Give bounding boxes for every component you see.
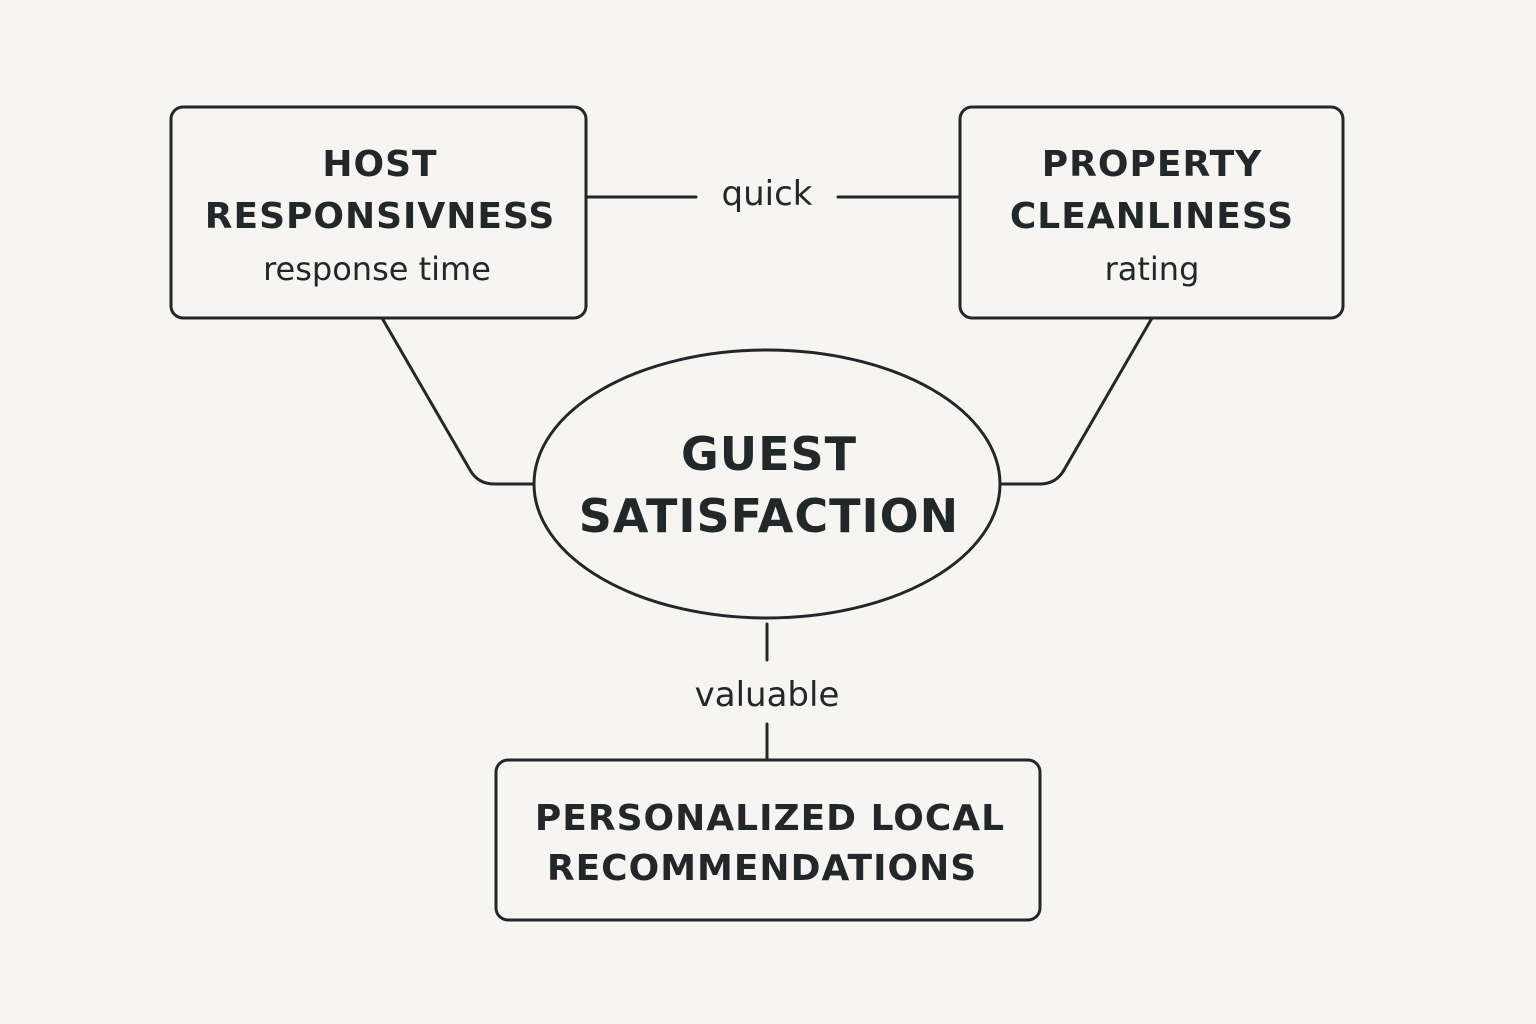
node-property-cleanliness-subtitle: rating (1105, 250, 1200, 288)
node-host-responsiveness: HOST RESPONSIVNESS response time (169, 105, 588, 320)
node-personalized-local-recommendations-title-line2: RECOMMENDATIONS (547, 848, 977, 889)
node-guest-satisfaction-title-line2: SATISFACTION (579, 489, 959, 543)
node-personalized-local-recommendations-box (494, 758, 1042, 922)
node-host-responsiveness-title-line2: RESPONSIVNESS (205, 196, 556, 237)
node-guest-satisfaction-ellipse (532, 348, 1002, 620)
node-property-cleanliness-title-line1: PROPERTY (1042, 144, 1262, 185)
node-property-cleanliness: PROPERTY CLEANLINESS rating (958, 105, 1345, 320)
connector-property-to-guest (998, 316, 1154, 486)
node-property-cleanliness-title-line2: CLEANLINESS (1010, 196, 1294, 237)
node-host-responsiveness-title-line1: HOST (322, 144, 437, 185)
node-personalized-local-recommendations: PERSONALIZED LOCAL RECOMMENDATIONS (494, 758, 1042, 922)
node-host-responsiveness-subtitle: response time (263, 250, 491, 288)
node-host-responsiveness-box (169, 105, 588, 320)
node-guest-satisfaction-title-line1: GUEST (681, 427, 857, 481)
node-personalized-local-recommendations-title-line1: PERSONALIZED LOCAL (535, 798, 1005, 839)
node-property-cleanliness-box (958, 105, 1345, 320)
node-guest-satisfaction: GUEST SATISFACTION (532, 348, 1002, 620)
edge-label-valuable: valuable (695, 675, 840, 715)
connector-host-to-guest (380, 316, 536, 486)
edge-label-quick: quick (722, 174, 813, 214)
